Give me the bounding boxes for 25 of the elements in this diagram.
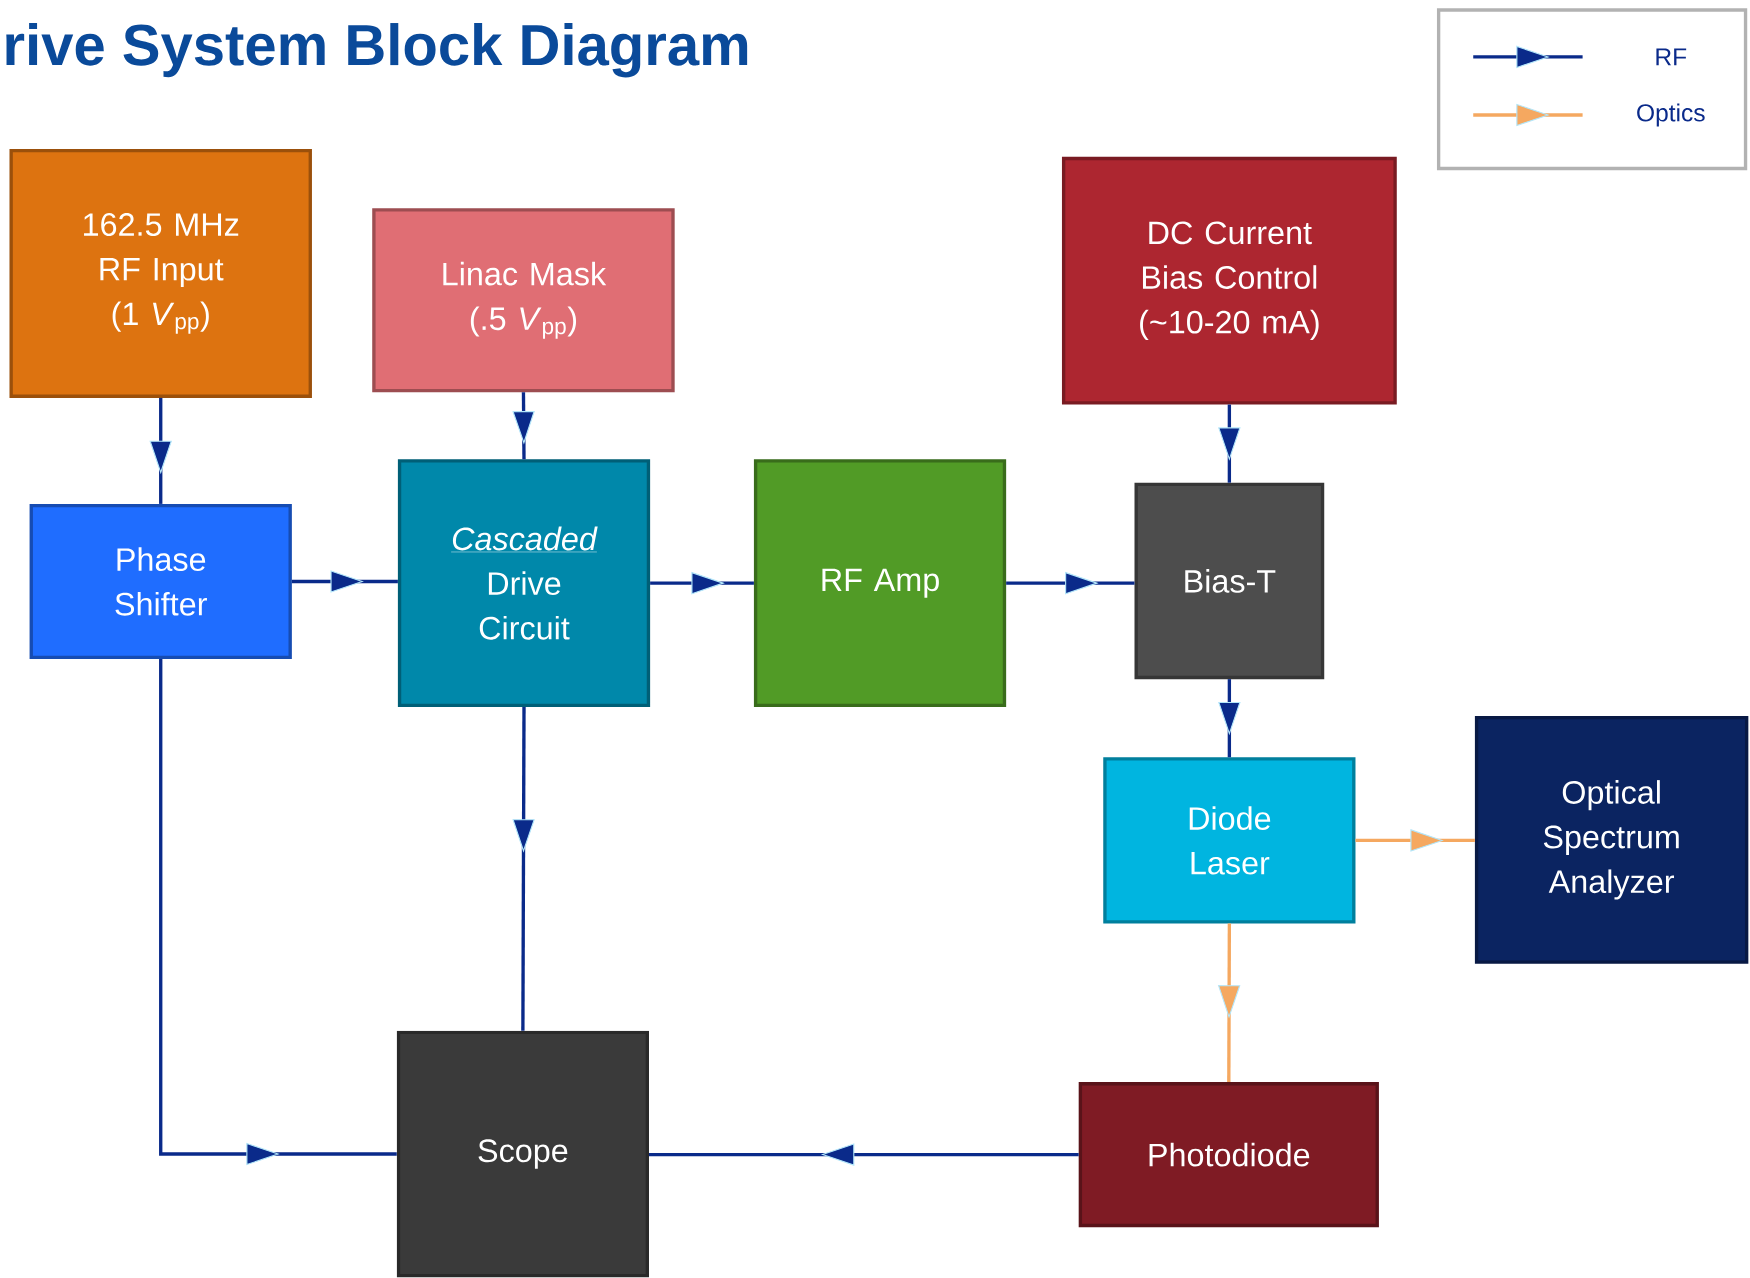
arrow xyxy=(512,707,535,1031)
legend-label: Optics xyxy=(1637,103,1705,127)
block: RF Amp xyxy=(753,459,1007,708)
block: Diode Laser xyxy=(1103,757,1356,924)
arrow xyxy=(1006,571,1135,595)
arrow xyxy=(1218,404,1241,483)
block: Cascaded Drive Circuit xyxy=(397,459,651,708)
arrow xyxy=(291,570,398,593)
block: Phase Shifter xyxy=(29,503,292,660)
arrow xyxy=(1218,679,1241,758)
arrow xyxy=(1355,829,1475,852)
arrow xyxy=(159,659,397,1166)
legend-label: RF xyxy=(1656,48,1687,66)
title: rive System Block Diagram xyxy=(6,23,748,78)
arrow xyxy=(512,392,535,460)
block: Scope xyxy=(396,1030,649,1278)
block: Linac Mask (.5 V$_{pp}$) xyxy=(372,208,675,393)
arrow xyxy=(649,1143,1079,1166)
block: Optical Spectrum Analyzer xyxy=(1474,716,1749,964)
block: Photodiode xyxy=(1078,1082,1379,1228)
arrow xyxy=(149,397,173,504)
arrow xyxy=(650,571,754,595)
block: 162.5 MHz RF Input (1 V$_{pp}$) xyxy=(9,149,312,398)
block: Bias-T xyxy=(1134,482,1325,680)
block: DC Current Bias Control (~10-20 mA) xyxy=(1061,156,1397,405)
